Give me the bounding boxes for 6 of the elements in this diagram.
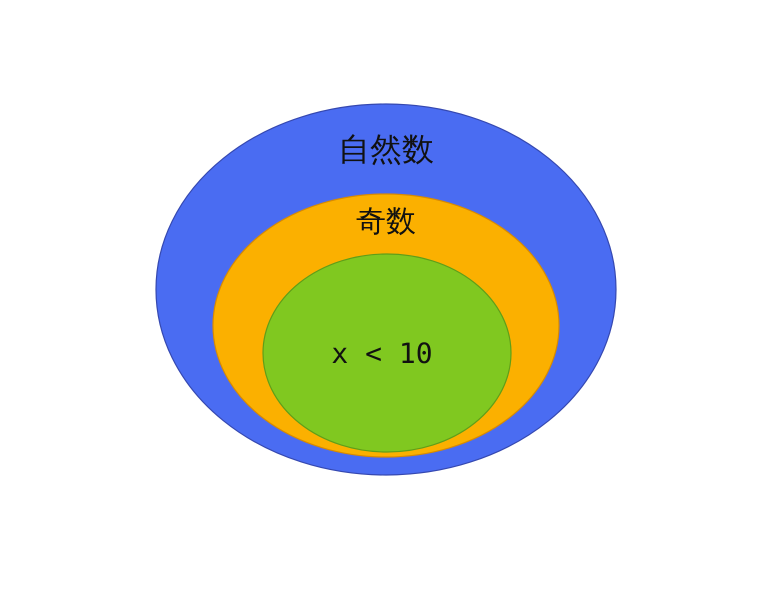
set-label: 自然数 — [338, 129, 434, 170]
set-ellipse — [155, 103, 617, 476]
set-ellipse — [262, 253, 512, 453]
set-label: x < 10 — [331, 337, 433, 370]
set-label: 奇数 — [356, 203, 416, 241]
set-ellipse — [212, 193, 560, 458]
